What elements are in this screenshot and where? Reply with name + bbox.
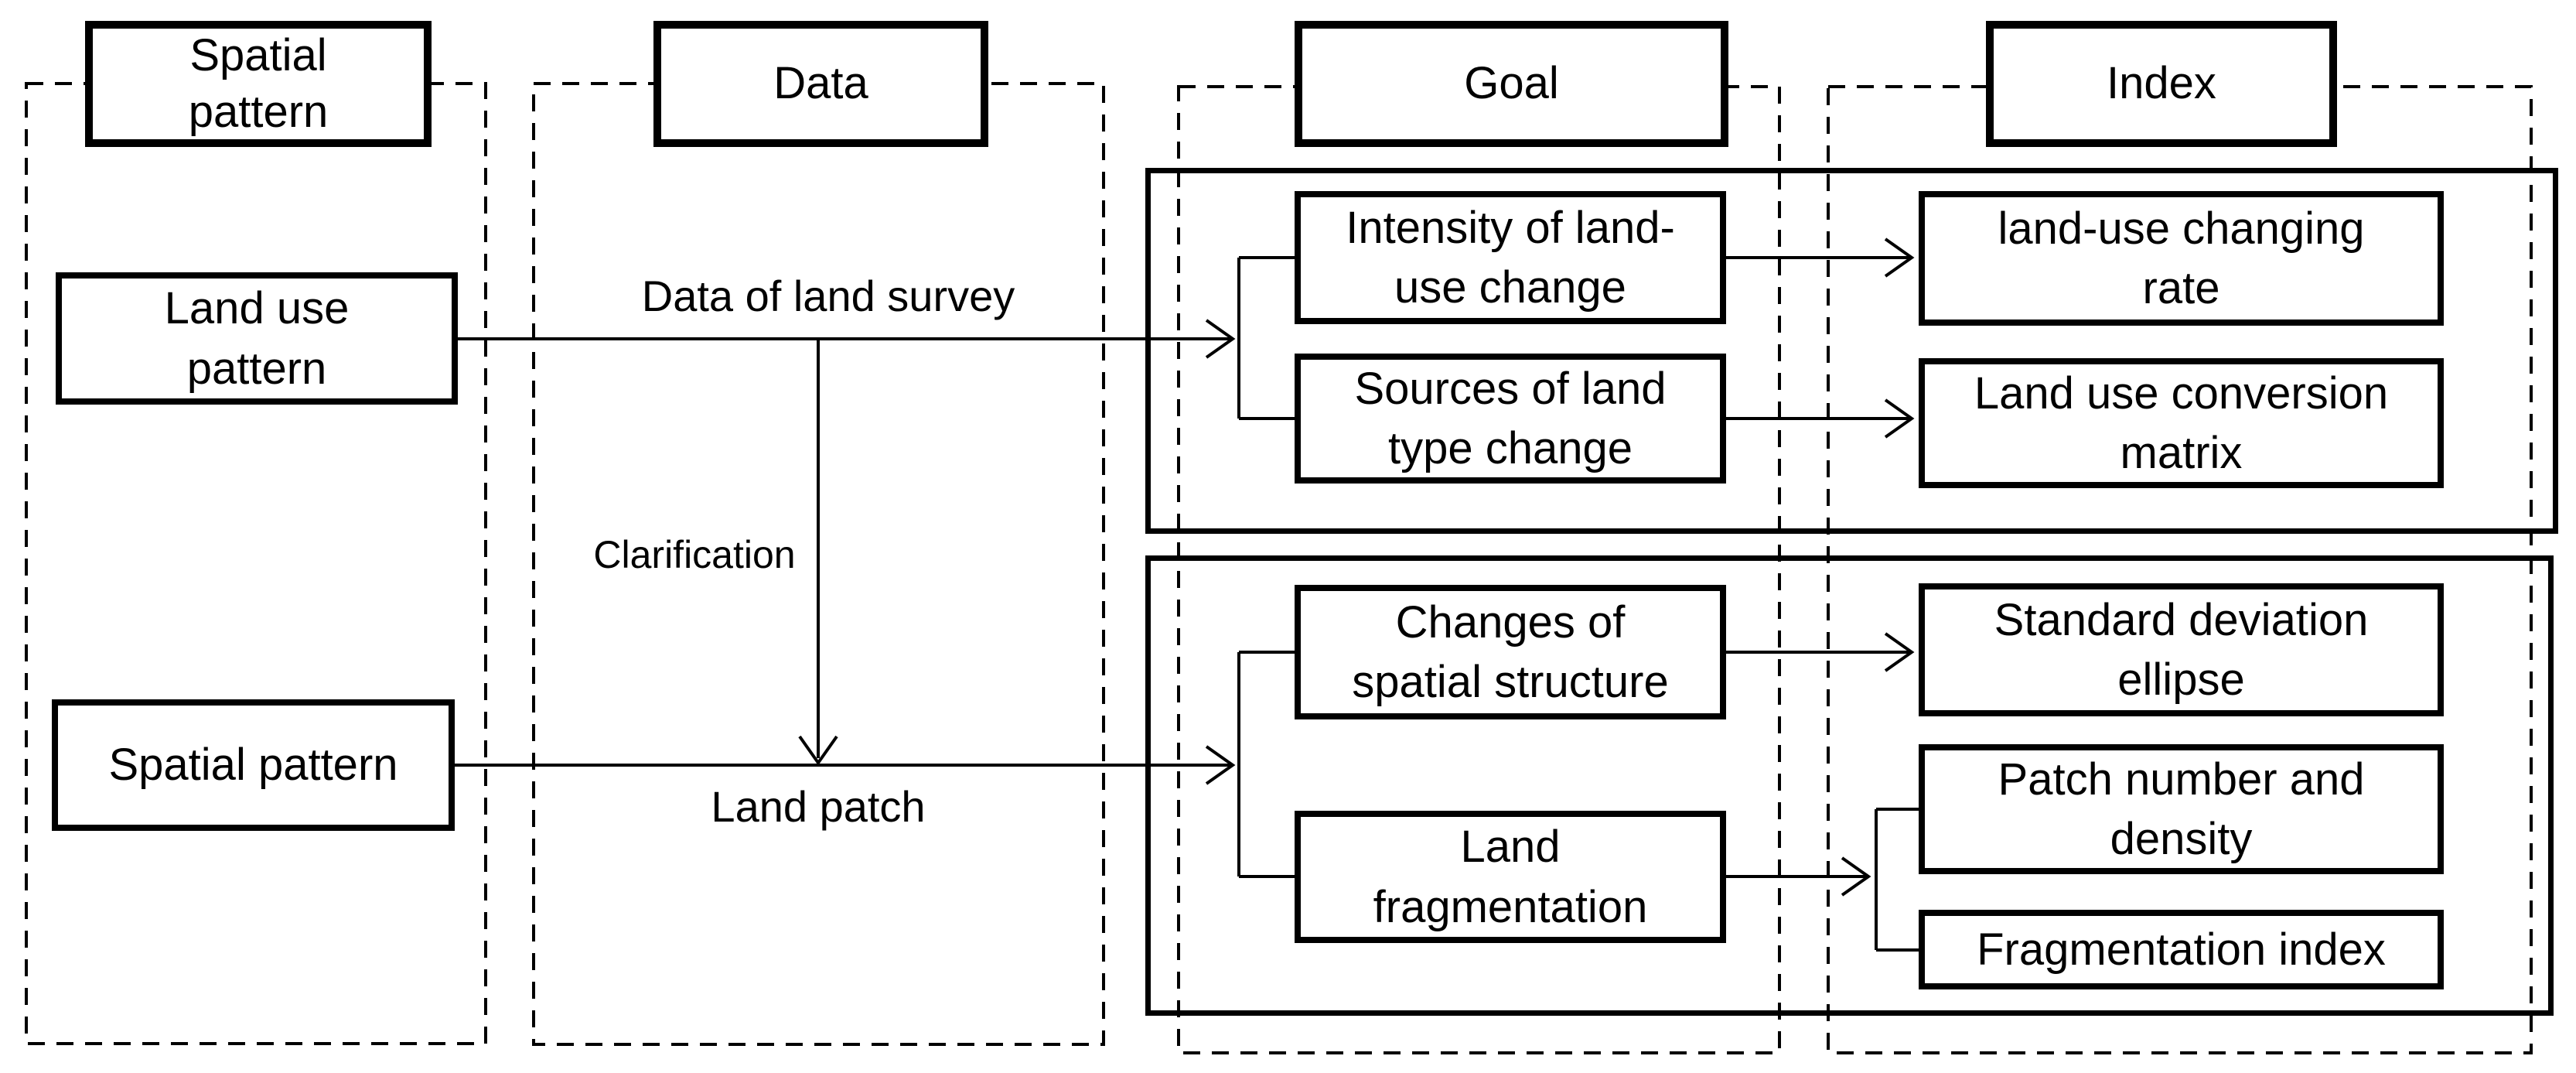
arrowhead-right-icon <box>1841 856 1871 897</box>
bracket-goal-top <box>1237 256 1295 420</box>
arrow-intensity-to-rate <box>1726 237 1915 278</box>
arrowhead-down-icon <box>798 735 838 766</box>
arrow-spatial-to-goal <box>455 651 1295 878</box>
node-intensity-of-land-use-change: Intensity of land- use change <box>1295 191 1726 324</box>
node-changes-of-spatial-structure: Changes of spatial structure <box>1295 585 1726 719</box>
bracket-index <box>1875 808 1919 952</box>
arrowhead-right-icon <box>1205 319 1236 359</box>
node-sources-of-land-type-change: Sources of land type change <box>1295 354 1726 484</box>
arrow-clarification-down <box>798 340 838 766</box>
column-border-spatial-pattern <box>25 82 487 1045</box>
node-land-use-pattern: Land use pattern <box>56 272 458 405</box>
arrowhead-right-icon <box>1884 237 1915 278</box>
column-border-data <box>532 82 1105 1046</box>
node-land-fragmentation: Land fragmentation <box>1295 811 1726 943</box>
header-spatial-pattern: Spatial pattern <box>85 21 432 147</box>
group-box-land-use-change <box>1145 168 2558 534</box>
group-box-spatial-structure <box>1145 555 2554 1016</box>
header-data: Data <box>653 21 988 147</box>
bracket-goal-bottom <box>1237 651 1295 878</box>
node-standard-deviation-ellipse: Standard deviation ellipse <box>1919 583 2444 716</box>
node-spatial-pattern: Spatial pattern <box>52 699 455 831</box>
arrowhead-right-icon <box>1884 398 1915 439</box>
arrowhead-right-icon <box>1205 745 1236 785</box>
arrow-landuse-to-goal <box>458 256 1295 420</box>
header-index: Index <box>1986 21 2337 147</box>
arrow-fragmentation-to-index-bracket <box>1726 808 1919 952</box>
edge-label-data-of-land-survey: Data of land survey <box>641 272 1015 320</box>
node-land-use-conversion-matrix: Land use conversion matrix <box>1919 358 2444 488</box>
arrow-sources-to-matrix <box>1726 398 1915 439</box>
node-fragmentation-index: Fragmentation index <box>1919 910 2444 989</box>
edge-label-land-patch: Land patch <box>711 782 926 831</box>
node-land-use-changing-rate: land-use changing rate <box>1919 191 2444 326</box>
header-goal: Goal <box>1295 21 1728 147</box>
edge-label-clarification: Clarification <box>593 533 796 576</box>
arrow-changes-to-ellipse <box>1726 632 1915 672</box>
node-patch-number-and-density: Patch number and density <box>1919 744 2444 874</box>
arrowhead-right-icon <box>1884 632 1915 672</box>
